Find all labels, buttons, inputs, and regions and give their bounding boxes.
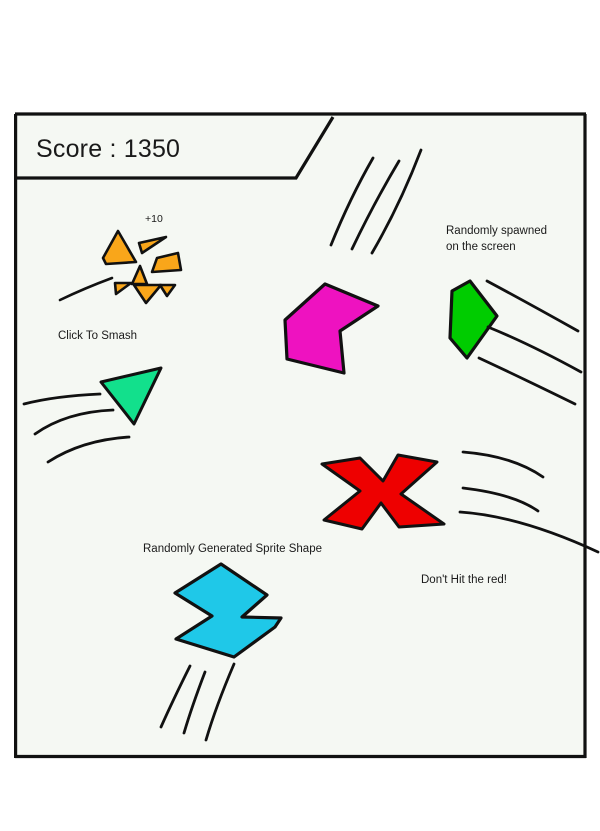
play-field-background: [15, 114, 586, 758]
motion-line-triangle-2: [33, 408, 115, 436]
green-triangle-body: [99, 366, 163, 426]
green-kite-body: [448, 279, 499, 360]
red-x-body: [320, 453, 446, 531]
motion-line-redx-2: [461, 486, 540, 513]
motion-line-cyan-2: [182, 670, 207, 735]
motion-line-kite-3: [477, 356, 577, 406]
motion-line-triangle-1: [22, 392, 102, 406]
sprite-orange-shattered-shards[interactable]: +10 Click To Smash: [58, 213, 183, 342]
annotation-randomly-spawned-line2: on the screen: [446, 241, 516, 253]
annotation-dont-hit-red: Don't Hit the red!: [421, 574, 507, 586]
annotation-randomly-spawned-line1: Randomly spawned: [446, 225, 547, 237]
motion-line-debris: [58, 276, 114, 302]
motion-line-redx-3: [458, 510, 600, 554]
sprite-spring-green-triangle[interactable]: [22, 366, 163, 464]
motion-line-kite-2: [486, 325, 583, 374]
annotation-random-sprite-shape: Randomly Generated Sprite Shape: [143, 543, 322, 555]
motion-line-magenta-3: [370, 148, 423, 255]
motion-line-magenta-1: [329, 156, 375, 247]
score-panel-angled-divider: [15, 116, 335, 180]
score-popup-plus-ten: +10: [145, 213, 163, 225]
annotation-click-to-smash: Click To Smash: [58, 330, 137, 342]
motion-line-kite-1: [485, 279, 580, 333]
motion-line-cyan-1: [159, 664, 192, 729]
play-field-frame: [14, 114, 587, 759]
magenta-polygon-body: [283, 282, 380, 375]
shard-bottom-right: [158, 283, 177, 298]
shard-top-right: [137, 235, 168, 255]
score-panel: Score : 1350: [15, 112, 586, 180]
motion-line-magenta-2: [350, 159, 401, 251]
sprite-red-x-hazard[interactable]: Don't Hit the red!: [320, 450, 600, 586]
shard-bottom-left: [113, 281, 133, 296]
shard-right: [150, 251, 183, 274]
motion-line-cyan-3: [204, 662, 236, 742]
sprite-magenta-polygon[interactable]: [283, 148, 423, 375]
motion-line-triangle-3: [46, 435, 131, 464]
score-readout: Score : 1350: [36, 135, 180, 163]
sprite-cyan-zigzag[interactable]: Randomly Generated Sprite Shape: [143, 543, 322, 742]
shard-large-left: [101, 229, 138, 266]
cyan-zigzag-body: [173, 562, 283, 659]
shard-bottom-center: [132, 283, 163, 305]
motion-line-redx-1: [461, 450, 545, 479]
sprite-green-kite[interactable]: Randomly spawned on the screen: [446, 225, 583, 406]
